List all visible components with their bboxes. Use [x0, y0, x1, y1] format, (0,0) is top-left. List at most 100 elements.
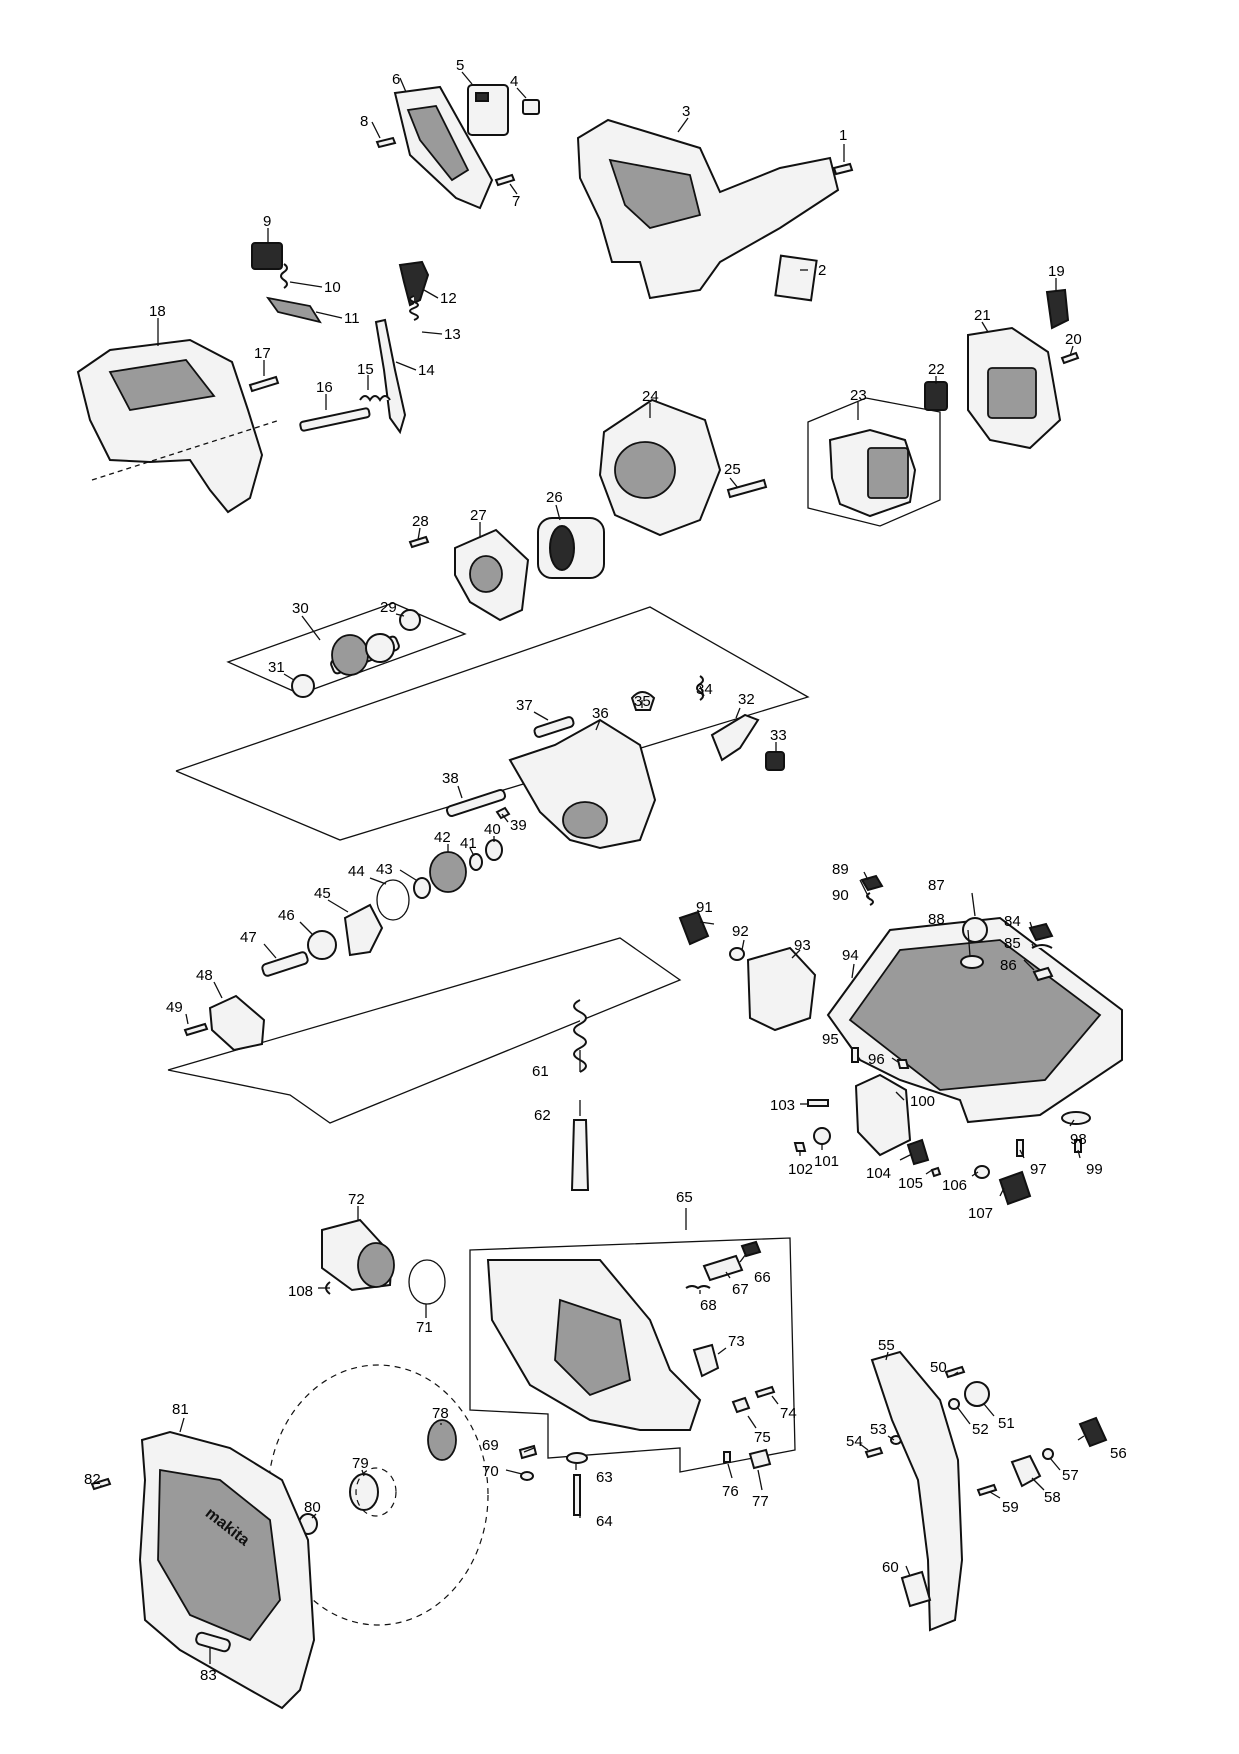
plate-86 — [1032, 966, 1054, 982]
callout-61: 61 — [532, 1063, 549, 1080]
callout-19: 19 — [1048, 263, 1065, 280]
callout-76: 76 — [722, 1483, 739, 1500]
callout-54: 54 — [846, 1433, 863, 1450]
nut-51 — [964, 1381, 990, 1407]
callout-9: 9 — [263, 213, 271, 230]
flange-79 — [349, 1473, 379, 1511]
callout-24: 24 — [642, 388, 659, 405]
screw-49 — [183, 1022, 209, 1037]
callout-84: 84 — [1004, 913, 1021, 930]
rear-cover-21 — [967, 326, 1062, 450]
bolt-103 — [807, 1099, 829, 1107]
blade-case-assembly-frame — [469, 1237, 796, 1473]
callout-22: 22 — [928, 361, 945, 378]
callout-105: 105 — [898, 1175, 923, 1192]
callout-87: 87 — [928, 877, 945, 894]
callout-37: 37 — [516, 697, 533, 714]
nut-96 — [896, 1059, 910, 1069]
callout-51: 51 — [998, 1415, 1015, 1432]
screw-76 — [723, 1451, 731, 1463]
callout-104: 104 — [866, 1165, 891, 1182]
washer-70 — [520, 1471, 534, 1481]
bearing-43 — [413, 877, 431, 899]
callout-106: 106 — [942, 1177, 967, 1194]
callout-30: 30 — [292, 600, 309, 617]
bearing-29 — [399, 609, 421, 631]
callout-101: 101 — [814, 1153, 839, 1170]
callout-17: 17 — [254, 345, 271, 362]
washer-39 — [495, 806, 511, 820]
callout-56: 56 — [1110, 1445, 1127, 1462]
lock-lever-32 — [710, 713, 760, 762]
bracket-73 — [692, 1343, 720, 1378]
callout-83: 83 — [200, 1667, 217, 1684]
callout-72: 72 — [348, 1191, 365, 1208]
spindle-47 — [261, 951, 309, 977]
screw-20 — [1060, 351, 1080, 365]
blade-case-65 — [486, 1259, 702, 1431]
callout-26: 26 — [546, 489, 563, 506]
callout-31: 31 — [268, 659, 285, 676]
washer-52 — [948, 1398, 960, 1410]
baffle-plate-27 — [454, 528, 530, 622]
callout-69: 69 — [482, 1437, 499, 1454]
callout-65: 65 — [676, 1189, 693, 1206]
callout-13: 13 — [444, 326, 461, 343]
bearing-31 — [291, 674, 315, 698]
callout-45: 45 — [314, 885, 331, 902]
callout-14: 14 — [418, 362, 435, 379]
callout-73: 73 — [728, 1333, 745, 1350]
callout-47: 47 — [240, 929, 257, 946]
spring-34 — [696, 675, 704, 701]
spring-13 — [409, 295, 419, 321]
callout-77: 77 — [752, 1493, 769, 1510]
washer-106 — [974, 1165, 990, 1179]
washer-101 — [813, 1127, 831, 1145]
pin-16 — [299, 407, 371, 432]
screw-8 — [375, 136, 397, 149]
callout-60: 60 — [882, 1559, 899, 1576]
callout-57: 57 — [1062, 1467, 1079, 1484]
callout-34: 34 — [696, 681, 713, 698]
callout-38: 38 — [442, 770, 459, 787]
small-cap — [522, 99, 540, 115]
callout-33: 33 — [770, 727, 787, 744]
bearing-retainer-45 — [343, 903, 384, 957]
pin-105 — [930, 1166, 942, 1178]
callout-64: 64 — [596, 1513, 613, 1530]
spur-gear-42 — [429, 851, 467, 893]
callout-94: 94 — [842, 947, 859, 964]
callout-18: 18 — [149, 303, 166, 320]
spring-68 — [685, 1285, 711, 1290]
callout-25: 25 — [724, 461, 741, 478]
callout-42: 42 — [434, 829, 451, 846]
cap-22 — [924, 381, 948, 411]
callout-11: 11 — [344, 310, 360, 327]
battery-box — [807, 397, 941, 527]
callout-71: 71 — [416, 1319, 433, 1336]
callout-49: 49 — [166, 999, 183, 1016]
screw-99 — [1074, 1139, 1082, 1153]
shaft-38 — [445, 789, 507, 817]
callout-46: 46 — [278, 907, 295, 924]
lock-lever-11 — [265, 296, 322, 324]
callout-90: 90 — [832, 887, 849, 904]
washer-98 — [1061, 1111, 1091, 1125]
gear-housing-36 — [508, 718, 657, 850]
callout-62: 62 — [534, 1107, 551, 1124]
callout-59: 59 — [1002, 1499, 1019, 1516]
callout-21: 21 — [974, 307, 991, 324]
screw-59 — [976, 1483, 998, 1497]
spring-85 — [1031, 944, 1053, 949]
button-33 — [765, 751, 785, 771]
callout-2: 2 — [818, 262, 826, 279]
callout-23: 23 — [850, 387, 867, 404]
callout-100: 100 — [910, 1093, 935, 1110]
callout-6: 6 — [392, 71, 400, 88]
callout-107: 107 — [968, 1205, 993, 1222]
guide-rule-55 — [870, 1350, 964, 1632]
callout-labels: 1 2 3 4 5 6 7 8 9 10 11 12 13 14 15 16 1… — [84, 57, 1127, 1684]
callout-89: 89 — [832, 861, 849, 878]
bolt-77 — [748, 1448, 772, 1470]
callout-50: 50 — [930, 1359, 947, 1376]
